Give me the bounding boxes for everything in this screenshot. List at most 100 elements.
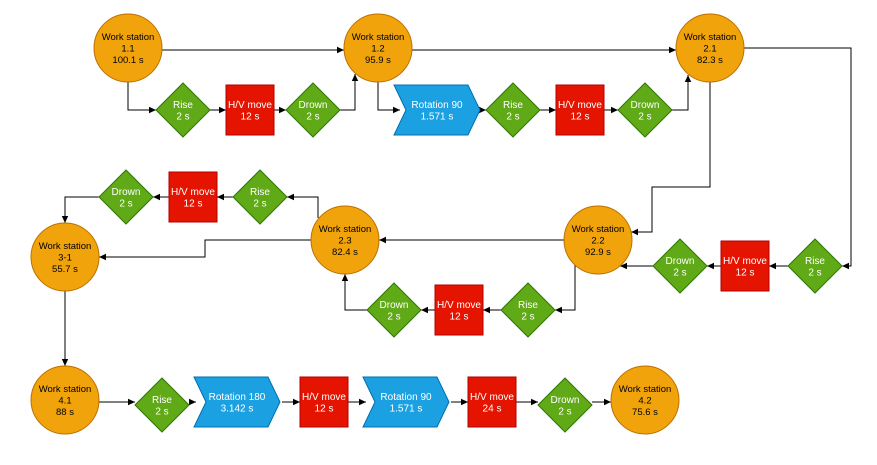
node-label-line-2: 2 s: [176, 111, 189, 122]
node-label-line-2: 2 s: [155, 406, 168, 417]
node-label-line-1: Drown: [380, 300, 409, 311]
move-box-shape: [720, 240, 770, 292]
node-label-line-2: 2 s: [808, 267, 821, 278]
node-label-line-2: 1.571 s: [421, 111, 454, 122]
node-label-line-2: 2 s: [638, 111, 651, 122]
connector-ws23-to-r3: [287, 193, 319, 218]
node-label-line-3: 82.3 s: [697, 55, 723, 66]
diamond-shape: [134, 377, 190, 433]
station-shape: [30, 222, 100, 292]
diamond-shape: [285, 82, 341, 138]
node-label-line-1: H/V move: [171, 187, 215, 198]
node-label-line-1: Rotation 90: [380, 392, 432, 403]
diamond-shape: [98, 169, 154, 225]
connector-d3-to-ws31: [61, 196, 99, 223]
node-label-line-2: 1.2: [371, 44, 384, 55]
node-label-line-2: 2 s: [306, 111, 319, 122]
connector-ws11-to-r1a: [127, 82, 156, 114]
node-label-line-1: Rise: [503, 100, 523, 111]
node-label-line-1: Rise: [173, 100, 193, 111]
node-label-line-2: 12 s: [184, 198, 203, 209]
node-label-line-1: H/V move: [723, 256, 767, 267]
node-label-line-1: Drown: [299, 100, 328, 111]
move-box-shape: [168, 171, 218, 223]
station-shape: [310, 205, 380, 275]
move-box-shape: [467, 376, 517, 428]
connector-d1a-to-ws12: [340, 74, 359, 111]
node-label-line-2: 2.2: [591, 236, 604, 247]
node-label-line-1: Rise: [518, 300, 538, 311]
node-label-line-2: 2 s: [673, 267, 686, 278]
station-shape: [563, 205, 633, 275]
rotation-chevron-shape: [193, 376, 281, 428]
station-shape: [30, 365, 100, 435]
diamond-shape: [232, 169, 288, 225]
node-label-line-1: Rise: [805, 256, 825, 267]
node-rot1b-rotation[interactable]: Rotation 901.571 s: [393, 84, 481, 136]
node-label-line-1: Work station: [684, 32, 737, 43]
node-label-line-3: 88 s: [56, 407, 74, 418]
node-label-line-1: H/V move: [437, 300, 481, 311]
move-box-shape: [555, 84, 605, 136]
node-label-line-1: H/V move: [228, 100, 272, 111]
diamond-shape: [537, 377, 593, 433]
node-label-line-1: Work station: [619, 384, 672, 395]
node-rot4b-rotation[interactable]: Rotation 901.571 s: [362, 376, 450, 428]
node-label-line-2: 2.3: [338, 236, 351, 247]
connector-ws22-to-r2b: [555, 265, 576, 314]
connector-ws21-to-ws22: [631, 82, 711, 236]
node-label-line-3: 100.1 s: [112, 55, 143, 66]
node-label-line-1: Work station: [39, 384, 92, 395]
node-label-line-2: 12 s: [241, 111, 260, 122]
node-label-line-2: 2 s: [387, 311, 400, 322]
station-shape: [610, 365, 680, 435]
node-label-line-1: H/V move: [558, 100, 602, 111]
node-label-line-1: Work station: [572, 224, 625, 235]
node-label-line-1: H/V move: [470, 392, 514, 403]
node-label-line-1: Drown: [631, 100, 660, 111]
diamond-shape: [617, 82, 673, 138]
connector-ws12-to-rot1b: [377, 82, 400, 114]
node-label-line-1: Drown: [551, 395, 580, 406]
connector-ws23-to-ws31: [99, 239, 311, 261]
node-label-line-2: 1.1: [121, 44, 134, 55]
rotation-chevron-shape: [393, 84, 481, 136]
node-label-line-2: 4.2: [638, 396, 651, 407]
station-shape: [343, 13, 413, 83]
node-label-line-2: 2 s: [253, 198, 266, 209]
node-label-line-2: 12 s: [315, 403, 334, 414]
node-label-line-1: Work station: [352, 32, 405, 43]
node-label-line-2: 2 s: [506, 111, 519, 122]
diamond-shape: [787, 238, 843, 294]
